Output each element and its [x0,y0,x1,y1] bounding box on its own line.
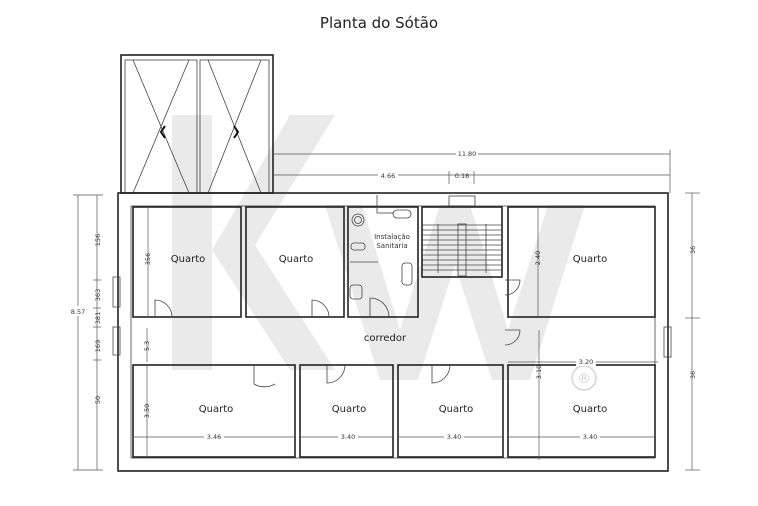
room-label-corredor: corredor [364,333,407,344]
registered-mark: ® [577,371,591,387]
stairs [422,195,502,277]
top-dimensions: 11.80 4.66 0.18 [273,149,671,193]
room-label-quarto-6: Quarto [439,404,474,415]
internal-dimensions: 356 5.3 3.50 3.46 3.40 3.40 3.40 3.20 3.… [133,207,658,460]
room-quarto-5 [299,364,394,458]
svg-text:156: 156 [94,234,102,246]
svg-text:381: 381 [94,312,102,324]
svg-text:3.10: 3.10 [535,365,543,379]
left-dimensions: 8.57 156 363 381 169 50 [70,194,103,471]
svg-text:36: 36 [689,246,697,254]
dim-top-left: 4.66 [381,172,395,180]
plan-title: Planta do Sótão [319,14,439,32]
dim-left-total: 8.57 [71,308,85,316]
svg-text:3.40: 3.40 [341,433,355,441]
room-label-wc-2: Sanitaria [376,242,407,250]
wc-fixtures [349,195,413,300]
svg-text:36: 36 [689,371,697,379]
room-quarto-3 [507,206,656,318]
svg-text:3.50: 3.50 [143,404,151,418]
svg-text:50: 50 [94,396,102,404]
svg-text:2.40: 2.40 [534,251,542,265]
room-label-quarto-5: Quarto [332,404,367,415]
svg-text:5.3: 5.3 [143,341,151,351]
room-label-quarto-7: Quarto [573,404,608,415]
room-quarto-2 [245,206,345,318]
skylight-block [120,54,274,194]
room-label-wc-1: Instalação [374,233,410,241]
dim-top-mid: 0.18 [455,172,469,180]
kw-watermark: ® [172,115,597,391]
svg-text:3.40: 3.40 [583,433,597,441]
svg-text:3.40: 3.40 [447,433,461,441]
room-quarto-6 [397,364,504,458]
room-label-quarto-3: Quarto [573,254,608,265]
room-quarto-1 [132,206,242,318]
svg-text:356: 356 [144,253,152,265]
svg-text:3.20: 3.20 [579,358,593,366]
svg-text:169: 169 [94,340,102,352]
svg-text:363: 363 [94,289,102,301]
room-quarto-4 [132,364,296,458]
stairwell [421,206,503,278]
room-wc [347,206,419,318]
room-label-quarto-1: Quarto [171,254,206,265]
outer-wall [117,192,669,472]
dim-top-total: 11.80 [458,150,477,158]
svg-text:3.46: 3.46 [207,433,221,441]
room-label-quarto-2: Quarto [279,254,314,265]
room-label-quarto-4: Quarto [199,404,234,415]
right-dimensions: 36 36 [685,192,700,471]
